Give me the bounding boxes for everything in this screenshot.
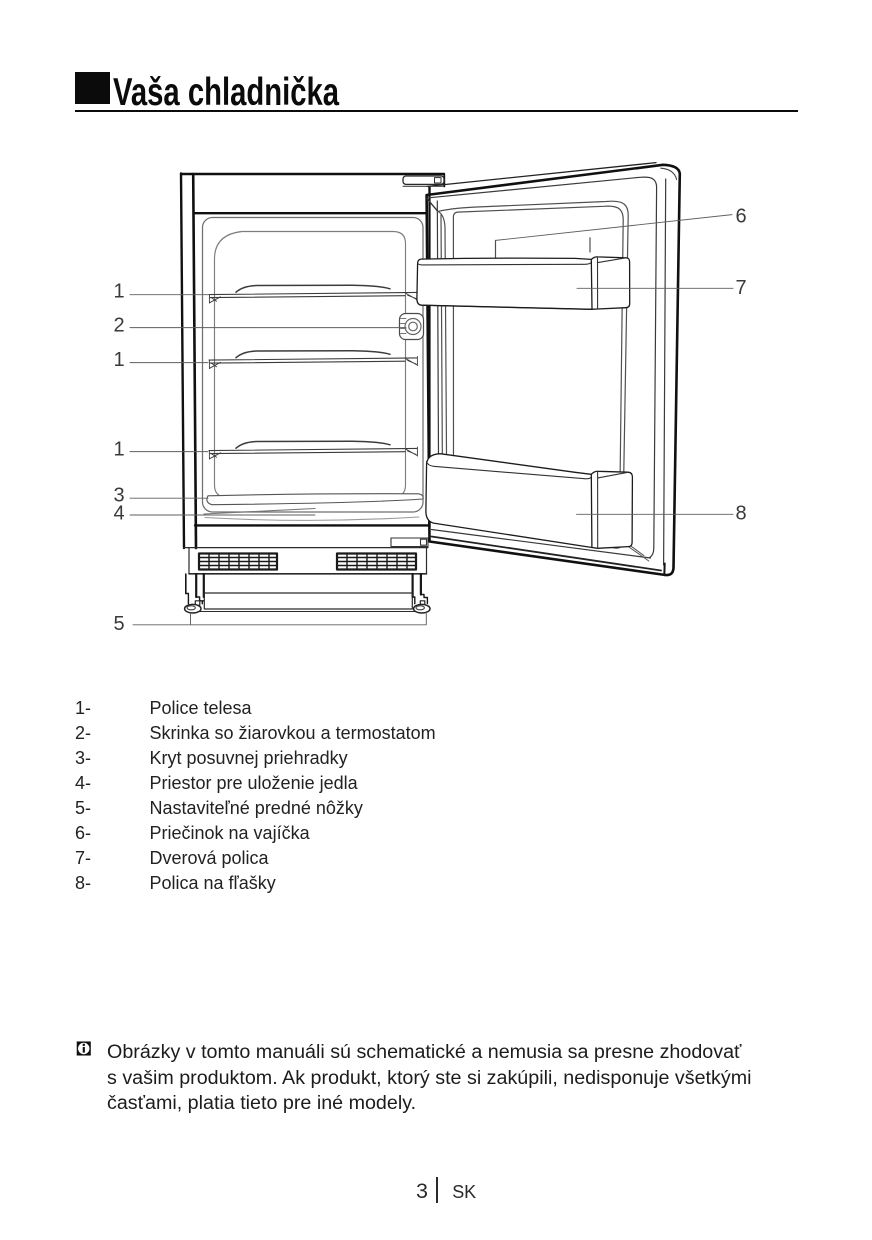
svg-text:1: 1 — [113, 280, 124, 302]
svg-text:1: 1 — [113, 438, 124, 460]
svg-text:5: 5 — [113, 613, 124, 635]
svg-text:8: 8 — [735, 503, 746, 525]
svg-text:2: 2 — [113, 314, 124, 336]
svg-text:6: 6 — [735, 206, 746, 228]
svg-text:3: 3 — [113, 485, 124, 507]
svg-text:1: 1 — [113, 349, 124, 371]
svg-text:7: 7 — [735, 277, 746, 299]
svg-text:4: 4 — [113, 503, 124, 525]
